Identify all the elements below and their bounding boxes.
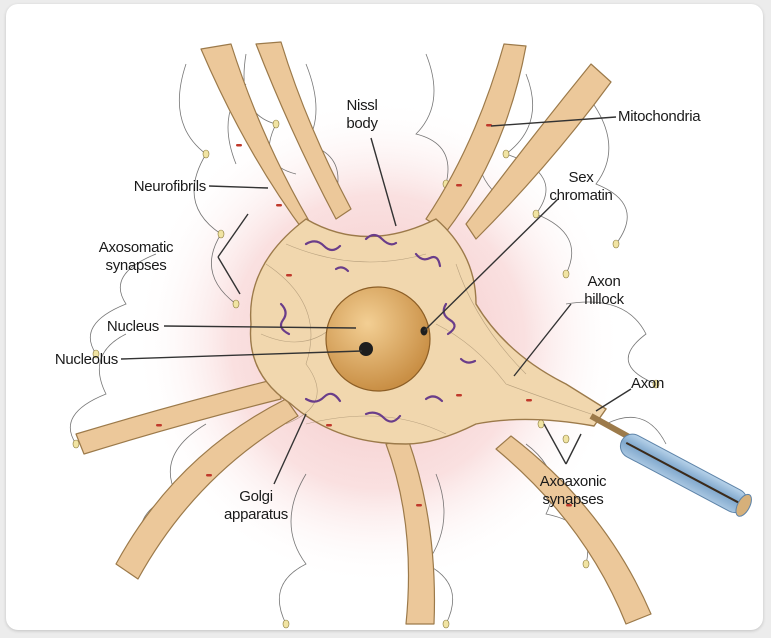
label-axon-hillock-line1: Axon bbox=[588, 273, 621, 290]
label-nissl-body-line2: body bbox=[346, 115, 378, 132]
myelin-sheath bbox=[616, 430, 754, 519]
nucleus bbox=[326, 287, 430, 391]
label-axosomatic-line2: synapses bbox=[106, 257, 167, 274]
label-axoaxonic-line2: synapses bbox=[543, 491, 604, 508]
diagram-card: Nissl body Mitochondria Neurofibrils Sex… bbox=[6, 4, 763, 630]
label-sex-chromatin-line2: chromatin bbox=[549, 187, 612, 204]
label-sex-chromatin-line1: Sex bbox=[569, 169, 595, 186]
label-axosomatic-line1: Axosomatic bbox=[99, 239, 174, 256]
label-nissl-body-line1: Nissl bbox=[347, 97, 378, 114]
label-mitochondria: Mitochondria bbox=[618, 108, 701, 125]
label-golgi-line2: apparatus bbox=[224, 506, 288, 523]
label-axon: Axon bbox=[631, 375, 664, 392]
neuron-diagram: Nissl body Mitochondria Neurofibrils Sex… bbox=[6, 4, 763, 630]
label-golgi-line1: Golgi bbox=[239, 488, 273, 505]
label-nucleus: Nucleus bbox=[107, 318, 159, 335]
label-nucleolus: Nucleolus bbox=[55, 351, 118, 368]
nucleolus bbox=[359, 342, 373, 356]
label-axoaxonic-line1: Axoaxonic bbox=[540, 473, 607, 490]
label-axon-hillock-line2: hillock bbox=[584, 291, 624, 308]
label-neurofibrils: Neurofibrils bbox=[134, 178, 206, 195]
